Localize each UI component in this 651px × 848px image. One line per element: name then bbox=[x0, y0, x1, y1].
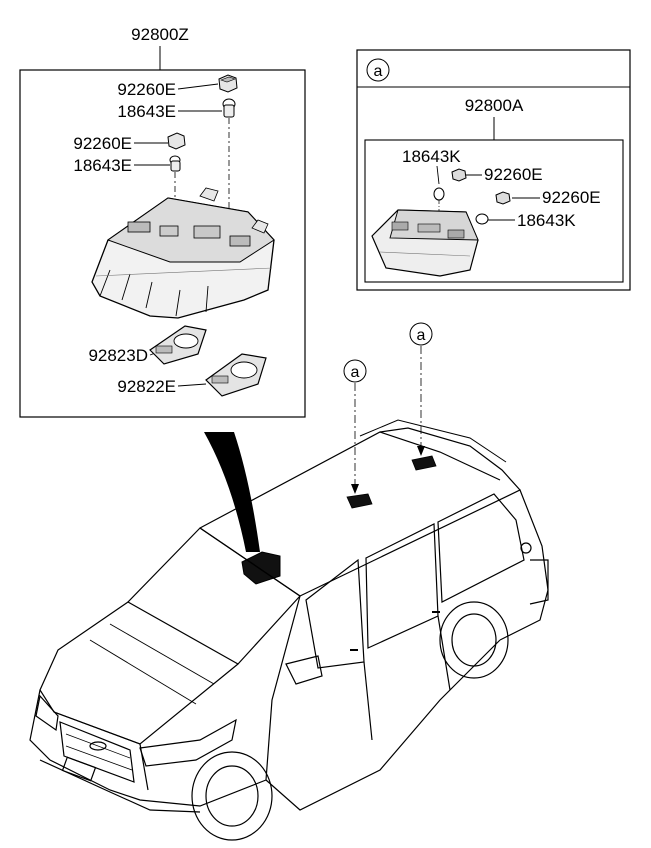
rear-lamp-1 bbox=[346, 493, 373, 509]
overhead-console-housing bbox=[91, 187, 275, 319]
main-assembly-frame bbox=[19, 69, 306, 418]
label-bulb-lower: 18643E bbox=[73, 156, 132, 175]
detail-bulb-right-icon bbox=[475, 213, 489, 225]
label-detail-bulb-left: 18643K bbox=[402, 147, 461, 166]
lens-right-icon bbox=[205, 353, 267, 397]
lens-left-icon bbox=[149, 325, 207, 365]
leader-lens-right bbox=[177, 383, 207, 387]
vehicle-marker-a-right-label: a bbox=[417, 327, 426, 344]
main-assembly-group: 92800Z 92260E 18643E 92260E 18643E bbox=[19, 25, 306, 418]
detail-a-marker-label: a bbox=[374, 63, 383, 80]
label-lens-right: 92822E bbox=[117, 377, 176, 396]
main-assembly-part-number: 92800Z bbox=[131, 25, 189, 44]
label-cap-upper: 92260E bbox=[117, 80, 176, 99]
detail-bulb-left-icon bbox=[433, 187, 445, 201]
vehicle-marker-a-right-circle bbox=[409, 322, 433, 346]
detail-cap-left-icon bbox=[451, 168, 467, 182]
label-detail-cap-right: 92260E bbox=[542, 188, 601, 207]
leader-cap-upper bbox=[177, 83, 219, 90]
cap-upper-icon bbox=[218, 74, 238, 93]
vehicle-group: a a bbox=[29, 322, 549, 841]
rear-lamp-2 bbox=[411, 455, 437, 471]
bulb-lower-icon bbox=[169, 155, 181, 172]
label-cap-lower: 92260E bbox=[73, 134, 132, 153]
label-lens-left: 92823D bbox=[88, 346, 148, 365]
bulb-upper-icon bbox=[222, 98, 236, 118]
detail-cap-right-icon bbox=[495, 191, 511, 205]
leader-detail-bulb-left bbox=[436, 165, 440, 185]
detail-a-inner-frame bbox=[364, 139, 624, 283]
detail-a-frame bbox=[356, 49, 631, 291]
pointer-arrow bbox=[204, 432, 260, 552]
label-detail-cap-left: 92260E bbox=[484, 165, 543, 184]
detail-a-part-number: 92800A bbox=[465, 96, 524, 115]
vehicle-marker-a-left-circle bbox=[343, 359, 367, 383]
detail-console-housing bbox=[371, 209, 479, 277]
vehicle-marker-a-left-label: a bbox=[351, 364, 360, 381]
vehicle-body bbox=[29, 419, 549, 841]
label-detail-bulb-right: 18643K bbox=[517, 211, 576, 230]
label-bulb-upper: 18643E bbox=[117, 102, 176, 121]
detail-a-marker-circle bbox=[366, 58, 390, 82]
detail-a-group: a 92800A 18643K 92260E 92260E 18643K bbox=[356, 49, 631, 291]
cap-lower-icon bbox=[167, 132, 186, 150]
